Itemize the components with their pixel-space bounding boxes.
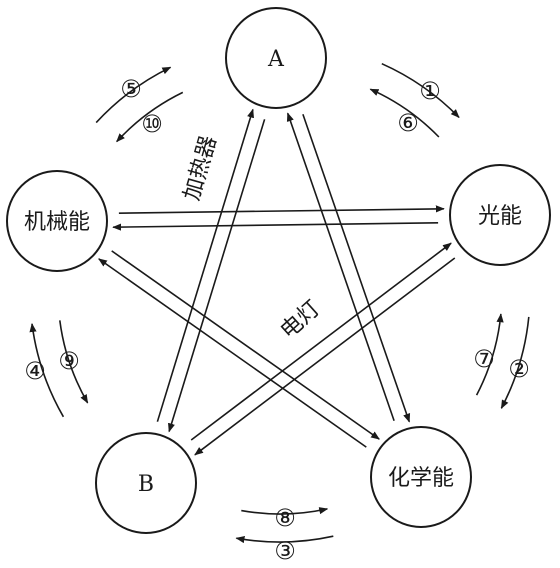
node-b: B [95,432,197,534]
node-b-label: B [138,472,154,497]
node-mechanical-energy: 机械能 [6,170,108,272]
label-6: ⑥ [397,109,419,137]
node-a-label: A [267,47,285,72]
arrow-chemical-to-a [286,112,395,421]
arrow-a-to-b [168,119,266,433]
node-light-energy-label: 光能 [478,204,522,229]
label-8: ⑧ [274,504,296,532]
label-5: ⑤ [120,75,142,103]
arc-chemical-to-b-3 [235,535,334,544]
arc-mechanical-to-b-9 [59,320,89,404]
arrow-chemical-to-mechanical [98,258,367,448]
lamp-label: 电灯 [276,296,325,344]
arc-a-to-mechanical-10 [116,91,184,143]
arrow-light-to-b [194,257,456,456]
node-mechanical-energy-label: 机械能 [24,210,90,235]
heater-label: 加热器 [180,133,222,203]
label-3: ③ [274,537,296,565]
arc-light-to-a-6 [369,88,440,138]
label-4: ④ [24,357,46,385]
arrow-b-to-light [190,242,452,441]
node-chemical-energy-label: 化学能 [388,466,454,491]
label-1: ① [419,77,441,105]
node-chemical-energy: 化学能 [370,426,472,528]
label-2: ② [508,355,530,383]
label-10: ⑩ [141,110,163,138]
arrow-b-to-a [156,108,254,422]
arc-b-to-mechanical-4 [29,323,65,418]
arc-mechanical-to-a-5 [95,66,172,124]
label-7: ⑦ [473,345,495,373]
outer-ring-arrows [29,62,530,544]
arrow-mechanical-to-light [118,205,445,214]
arc-chemical-to-light-7 [475,313,504,396]
node-light-energy: 光能 [449,164,551,266]
arrow-a-to-chemical [302,114,411,423]
arc-b-to-chemical-8 [241,507,329,515]
arc-a-to-light-1 [381,62,460,119]
arc-light-to-chemical-2 [500,316,530,409]
inner-star-arrows [98,108,456,456]
label-9: ⑨ [58,347,80,375]
arrow-mechanical-to-chemical [111,250,380,440]
node-a: A [225,7,327,109]
arrow-light-to-mechanical [112,222,439,231]
